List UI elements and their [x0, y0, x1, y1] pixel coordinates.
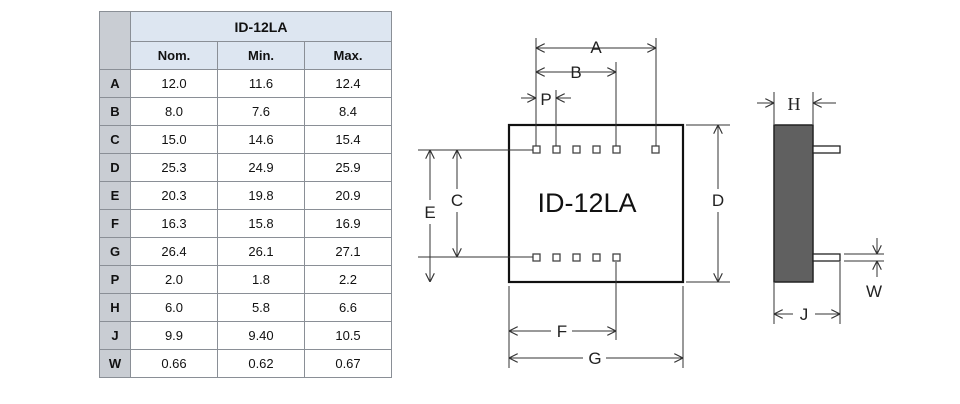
cell-max: 8.4 — [304, 97, 392, 126]
cell-nom: 6.0 — [130, 293, 218, 322]
pin — [572, 253, 581, 262]
cell-max: 20.9 — [304, 181, 392, 210]
cell-min: 1.8 — [217, 265, 305, 294]
pin — [572, 145, 581, 154]
cell-max: 25.9 — [304, 153, 392, 182]
dim-label-w: W — [866, 282, 882, 301]
row-label: J — [99, 321, 131, 350]
cell-min: 7.6 — [217, 97, 305, 126]
cell-max: 16.9 — [304, 209, 392, 238]
column-header-nom: Nom. — [130, 41, 218, 70]
dim-label-p: P — [540, 90, 551, 109]
cell-min: 14.6 — [217, 125, 305, 154]
dim-label-b: B — [570, 63, 581, 82]
row-label: H — [99, 293, 131, 322]
cell-max: 2.2 — [304, 265, 392, 294]
side-pin-bottom — [812, 253, 841, 262]
pin — [552, 253, 561, 262]
dim-label-g: G — [588, 349, 601, 368]
column-header-max: Max. — [304, 41, 392, 70]
cell-min: 5.8 — [217, 293, 305, 322]
pin — [552, 145, 561, 154]
dim-label-a: A — [590, 38, 602, 57]
cell-nom: 25.3 — [130, 153, 218, 182]
cell-min: 15.8 — [217, 209, 305, 238]
dim-label-h: H — [788, 94, 801, 114]
dim-label-e: E — [424, 203, 435, 222]
cell-nom: 8.0 — [130, 97, 218, 126]
pin — [612, 145, 621, 154]
dim-label-f: F — [557, 322, 567, 341]
cell-nom: 20.3 — [130, 181, 218, 210]
cell-min: 24.9 — [217, 153, 305, 182]
pin — [612, 253, 621, 262]
cell-min: 0.62 — [217, 349, 305, 378]
pin — [592, 253, 601, 262]
row-label: G — [99, 237, 131, 266]
side-view-body — [773, 124, 814, 283]
dim-label-d: D — [712, 191, 724, 210]
row-label: C — [99, 125, 131, 154]
dim-label-c: C — [451, 191, 463, 210]
table-corner — [99, 11, 131, 70]
pin — [592, 145, 601, 154]
cell-max: 10.5 — [304, 321, 392, 350]
cell-nom: 0.66 — [130, 349, 218, 378]
row-label: W — [99, 349, 131, 378]
part-label: ID-12LA — [537, 188, 636, 218]
cell-nom: 26.4 — [130, 237, 218, 266]
cell-max: 0.67 — [304, 349, 392, 378]
dim-label-j: J — [800, 305, 809, 324]
row-label: D — [99, 153, 131, 182]
side-pin-top — [812, 145, 841, 154]
cell-max: 6.6 — [304, 293, 392, 322]
pin — [532, 253, 541, 262]
pin — [532, 145, 541, 154]
cell-max: 12.4 — [304, 69, 392, 98]
cell-min: 11.6 — [217, 69, 305, 98]
row-label: B — [99, 97, 131, 126]
cell-min: 26.1 — [217, 237, 305, 266]
cell-nom: 16.3 — [130, 209, 218, 238]
cell-nom: 15.0 — [130, 125, 218, 154]
cell-nom: 12.0 — [130, 69, 218, 98]
bottom-pin-row — [532, 253, 621, 262]
pin — [651, 145, 660, 154]
